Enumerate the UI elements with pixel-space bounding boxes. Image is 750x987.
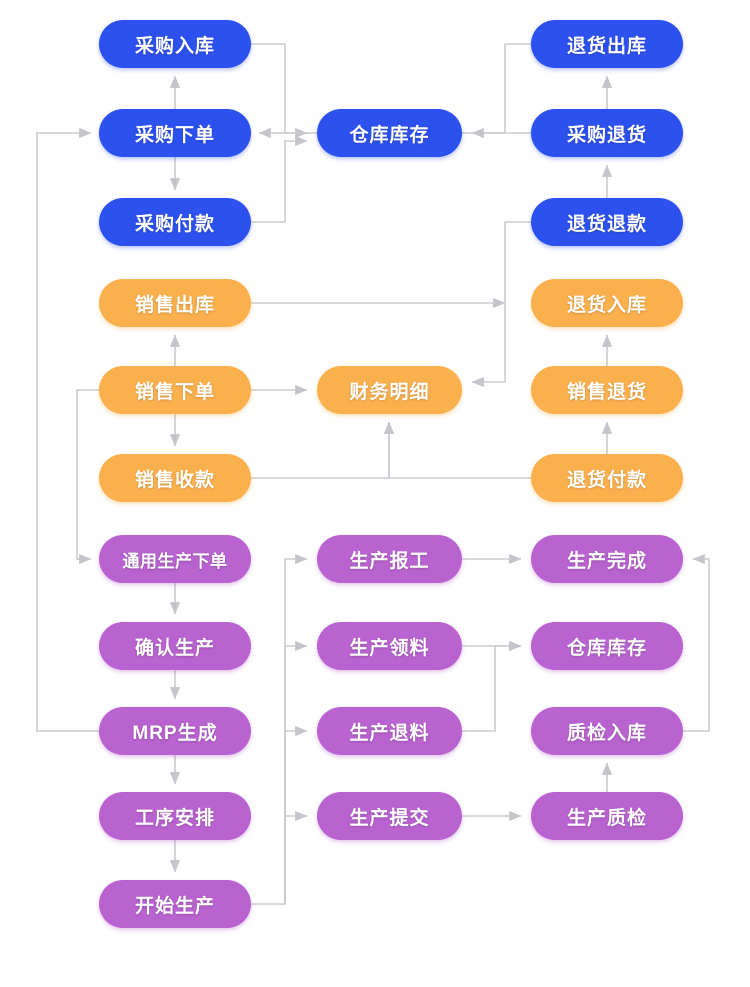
connector-n23-to-n17 xyxy=(683,553,710,732)
flow-node-label: 工序安排 xyxy=(134,807,215,829)
connector-n22-to-n20 xyxy=(462,640,522,732)
connector-n07-to-n11 xyxy=(471,221,531,388)
flow-node-n20[interactable]: 仓库库存 xyxy=(531,622,683,670)
flow-node-n19[interactable]: 生产领料 xyxy=(317,622,462,670)
flow-node-n10[interactable]: 销售下单 xyxy=(99,366,251,414)
flow-node-label: 生产领料 xyxy=(349,637,430,659)
flow-node-n07[interactable]: 退货退款 xyxy=(531,198,683,246)
flow-node-n23[interactable]: 质检入库 xyxy=(531,707,683,755)
flow-node-n25[interactable]: 生产提交 xyxy=(317,792,462,840)
flow-node-n01[interactable]: 采购入库 xyxy=(99,20,251,68)
flow-node-n04[interactable]: 仓库库存 xyxy=(317,109,462,157)
flow-node-n16[interactable]: 生产报工 xyxy=(317,535,462,583)
flow-node-label: 退货出库 xyxy=(566,35,647,57)
flow-node-label: 生产退料 xyxy=(349,722,430,744)
flow-node-n14[interactable]: 退货付款 xyxy=(531,454,683,502)
connector-n13-to-n11 xyxy=(251,421,395,479)
flow-node-n09[interactable]: 退货入库 xyxy=(531,279,683,327)
connector-n27-to-n19 xyxy=(284,640,308,904)
flow-node-label: 生产质检 xyxy=(566,807,647,829)
flow-node-label: 退货退款 xyxy=(566,213,647,235)
connector-n06-to-n04 xyxy=(251,135,308,223)
flow-node-n02[interactable]: 退货出库 xyxy=(531,20,683,68)
flow-node-n18[interactable]: 确认生产 xyxy=(99,622,251,670)
flow-node-n26[interactable]: 生产质检 xyxy=(531,792,683,840)
connector-n21-to-n03 xyxy=(36,127,99,732)
flow-node-n13[interactable]: 销售收款 xyxy=(99,454,251,502)
flow-node-n17[interactable]: 生产完成 xyxy=(531,535,683,583)
flow-node-label: 确认生产 xyxy=(134,637,215,659)
flow-node-label: 质检入库 xyxy=(566,722,647,744)
flow-node-label: 仓库库存 xyxy=(566,637,647,659)
flow-node-n22[interactable]: 生产退料 xyxy=(317,707,462,755)
flow-node-label: 通用生产下单 xyxy=(122,551,228,571)
connector-n27-to-n25 xyxy=(284,810,308,904)
flow-node-n08[interactable]: 销售出库 xyxy=(99,279,251,327)
flow-node-n05[interactable]: 采购退货 xyxy=(531,109,683,157)
connector-n14-to-n11 xyxy=(383,421,531,479)
flow-node-label: 财务明细 xyxy=(349,381,430,403)
connector-n01-to-n04 xyxy=(251,43,308,139)
flow-node-n15[interactable]: 通用生产下单 xyxy=(99,535,251,583)
flow-node-n24[interactable]: 工序安排 xyxy=(99,792,251,840)
flow-node-label: 生产报工 xyxy=(349,550,430,572)
flow-node-n12[interactable]: 销售退货 xyxy=(531,366,683,414)
flow-node-label: 采购退货 xyxy=(566,124,647,146)
flow-node-n11[interactable]: 财务明细 xyxy=(317,366,462,414)
flow-node-label: 退货入库 xyxy=(566,294,647,316)
flow-node-label: 采购付款 xyxy=(134,213,215,235)
flow-node-label: 生产提交 xyxy=(349,807,430,829)
flow-node-n03[interactable]: 采购下单 xyxy=(99,109,251,157)
connector-n10-to-n15 xyxy=(76,389,99,565)
flow-node-n27[interactable]: 开始生产 xyxy=(99,880,251,928)
flow-node-label: 采购下单 xyxy=(134,124,215,146)
flow-node-label: MRP生成 xyxy=(132,722,218,744)
flow-node-label: 销售出库 xyxy=(134,294,215,316)
flow-node-label: 销售收款 xyxy=(134,469,215,491)
connector-n27-to-n22 xyxy=(284,725,308,904)
flow-node-label: 开始生产 xyxy=(134,895,215,917)
flow-node-label: 采购入库 xyxy=(134,35,215,57)
flow-node-n21[interactable]: MRP生成 xyxy=(99,707,251,755)
flow-node-label: 销售下单 xyxy=(134,381,215,403)
flow-node-n06[interactable]: 采购付款 xyxy=(99,198,251,246)
flow-node-label: 退货付款 xyxy=(566,469,647,491)
flow-node-label: 销售退货 xyxy=(566,381,647,403)
flow-node-label: 仓库库存 xyxy=(349,124,430,146)
flow-node-label: 生产完成 xyxy=(566,550,647,572)
